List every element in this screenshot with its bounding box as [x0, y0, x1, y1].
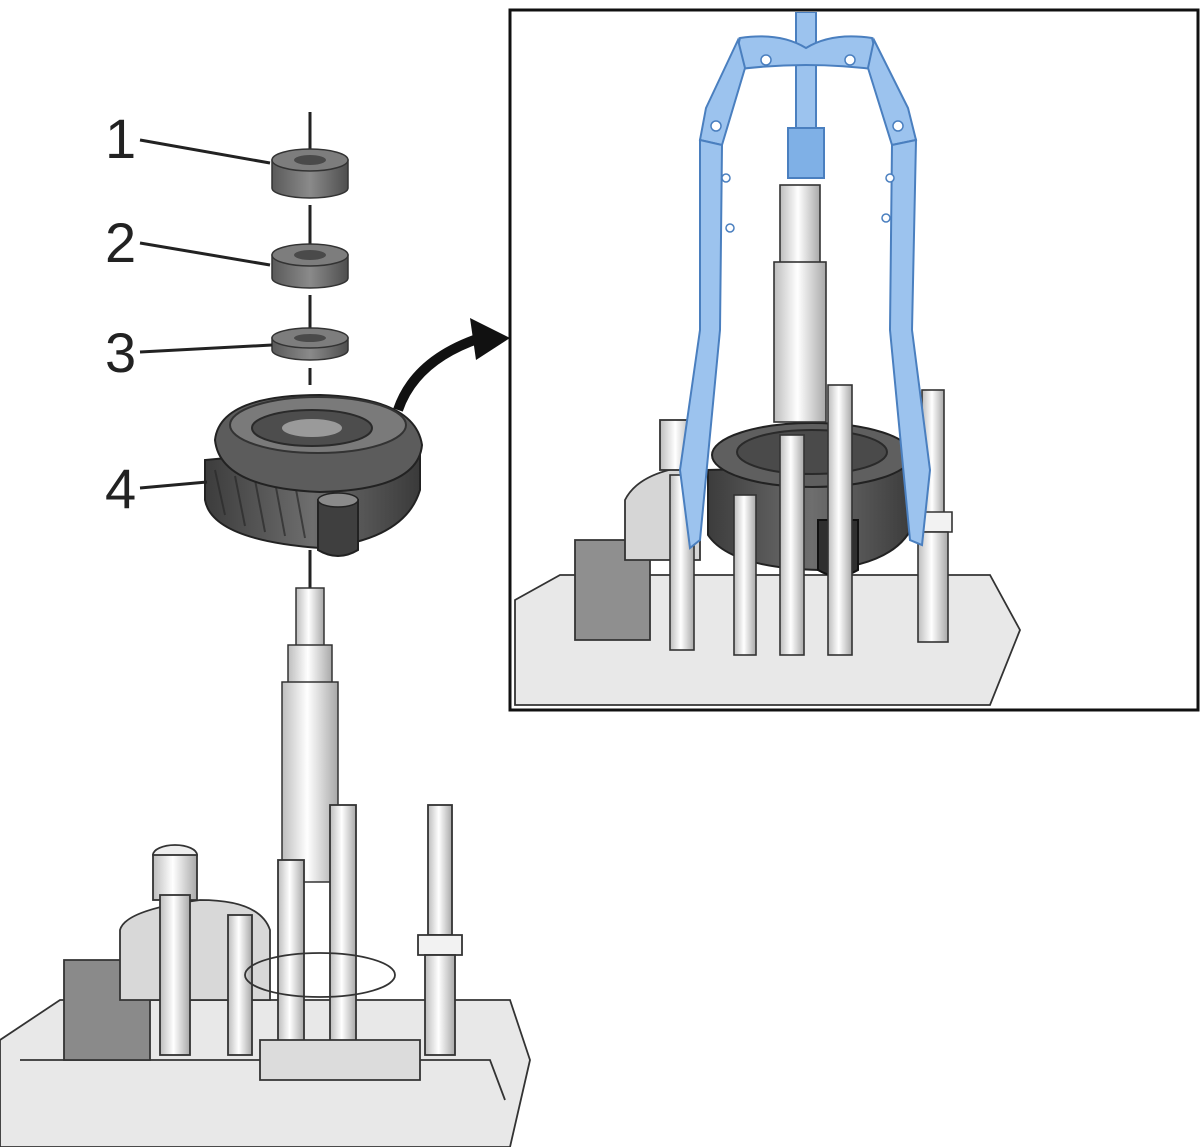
leader-lines — [139, 138, 273, 490]
inset-differential-gear — [707, 422, 916, 577]
spacer-ring-1 — [271, 148, 349, 199]
inset-shafts — [669, 184, 953, 656]
callout-number-1: 1 — [105, 107, 136, 170]
callout-number-4: 4 — [105, 457, 136, 520]
spacer-ring-2 — [271, 243, 349, 289]
gear-puller-tool — [678, 12, 932, 550]
detail-arrow — [393, 318, 510, 412]
gear-puller-detail — [508, 8, 1200, 712]
inset-housing — [514, 419, 1021, 706]
leader-line-4 — [139, 480, 208, 490]
thrust-washer — [271, 327, 349, 361]
leader-line-3 — [139, 343, 273, 354]
callout-number-2: 2 — [105, 211, 136, 274]
leader-line-2 — [139, 241, 271, 267]
leader-line-1 — [139, 138, 271, 165]
transmission-housing — [0, 804, 531, 1147]
exploded-view: 1 2 3 4 — [0, 107, 531, 1147]
main-shaft — [281, 587, 339, 883]
callout-number-3: 3 — [105, 321, 136, 384]
differential-gear-assembly — [204, 393, 424, 557]
